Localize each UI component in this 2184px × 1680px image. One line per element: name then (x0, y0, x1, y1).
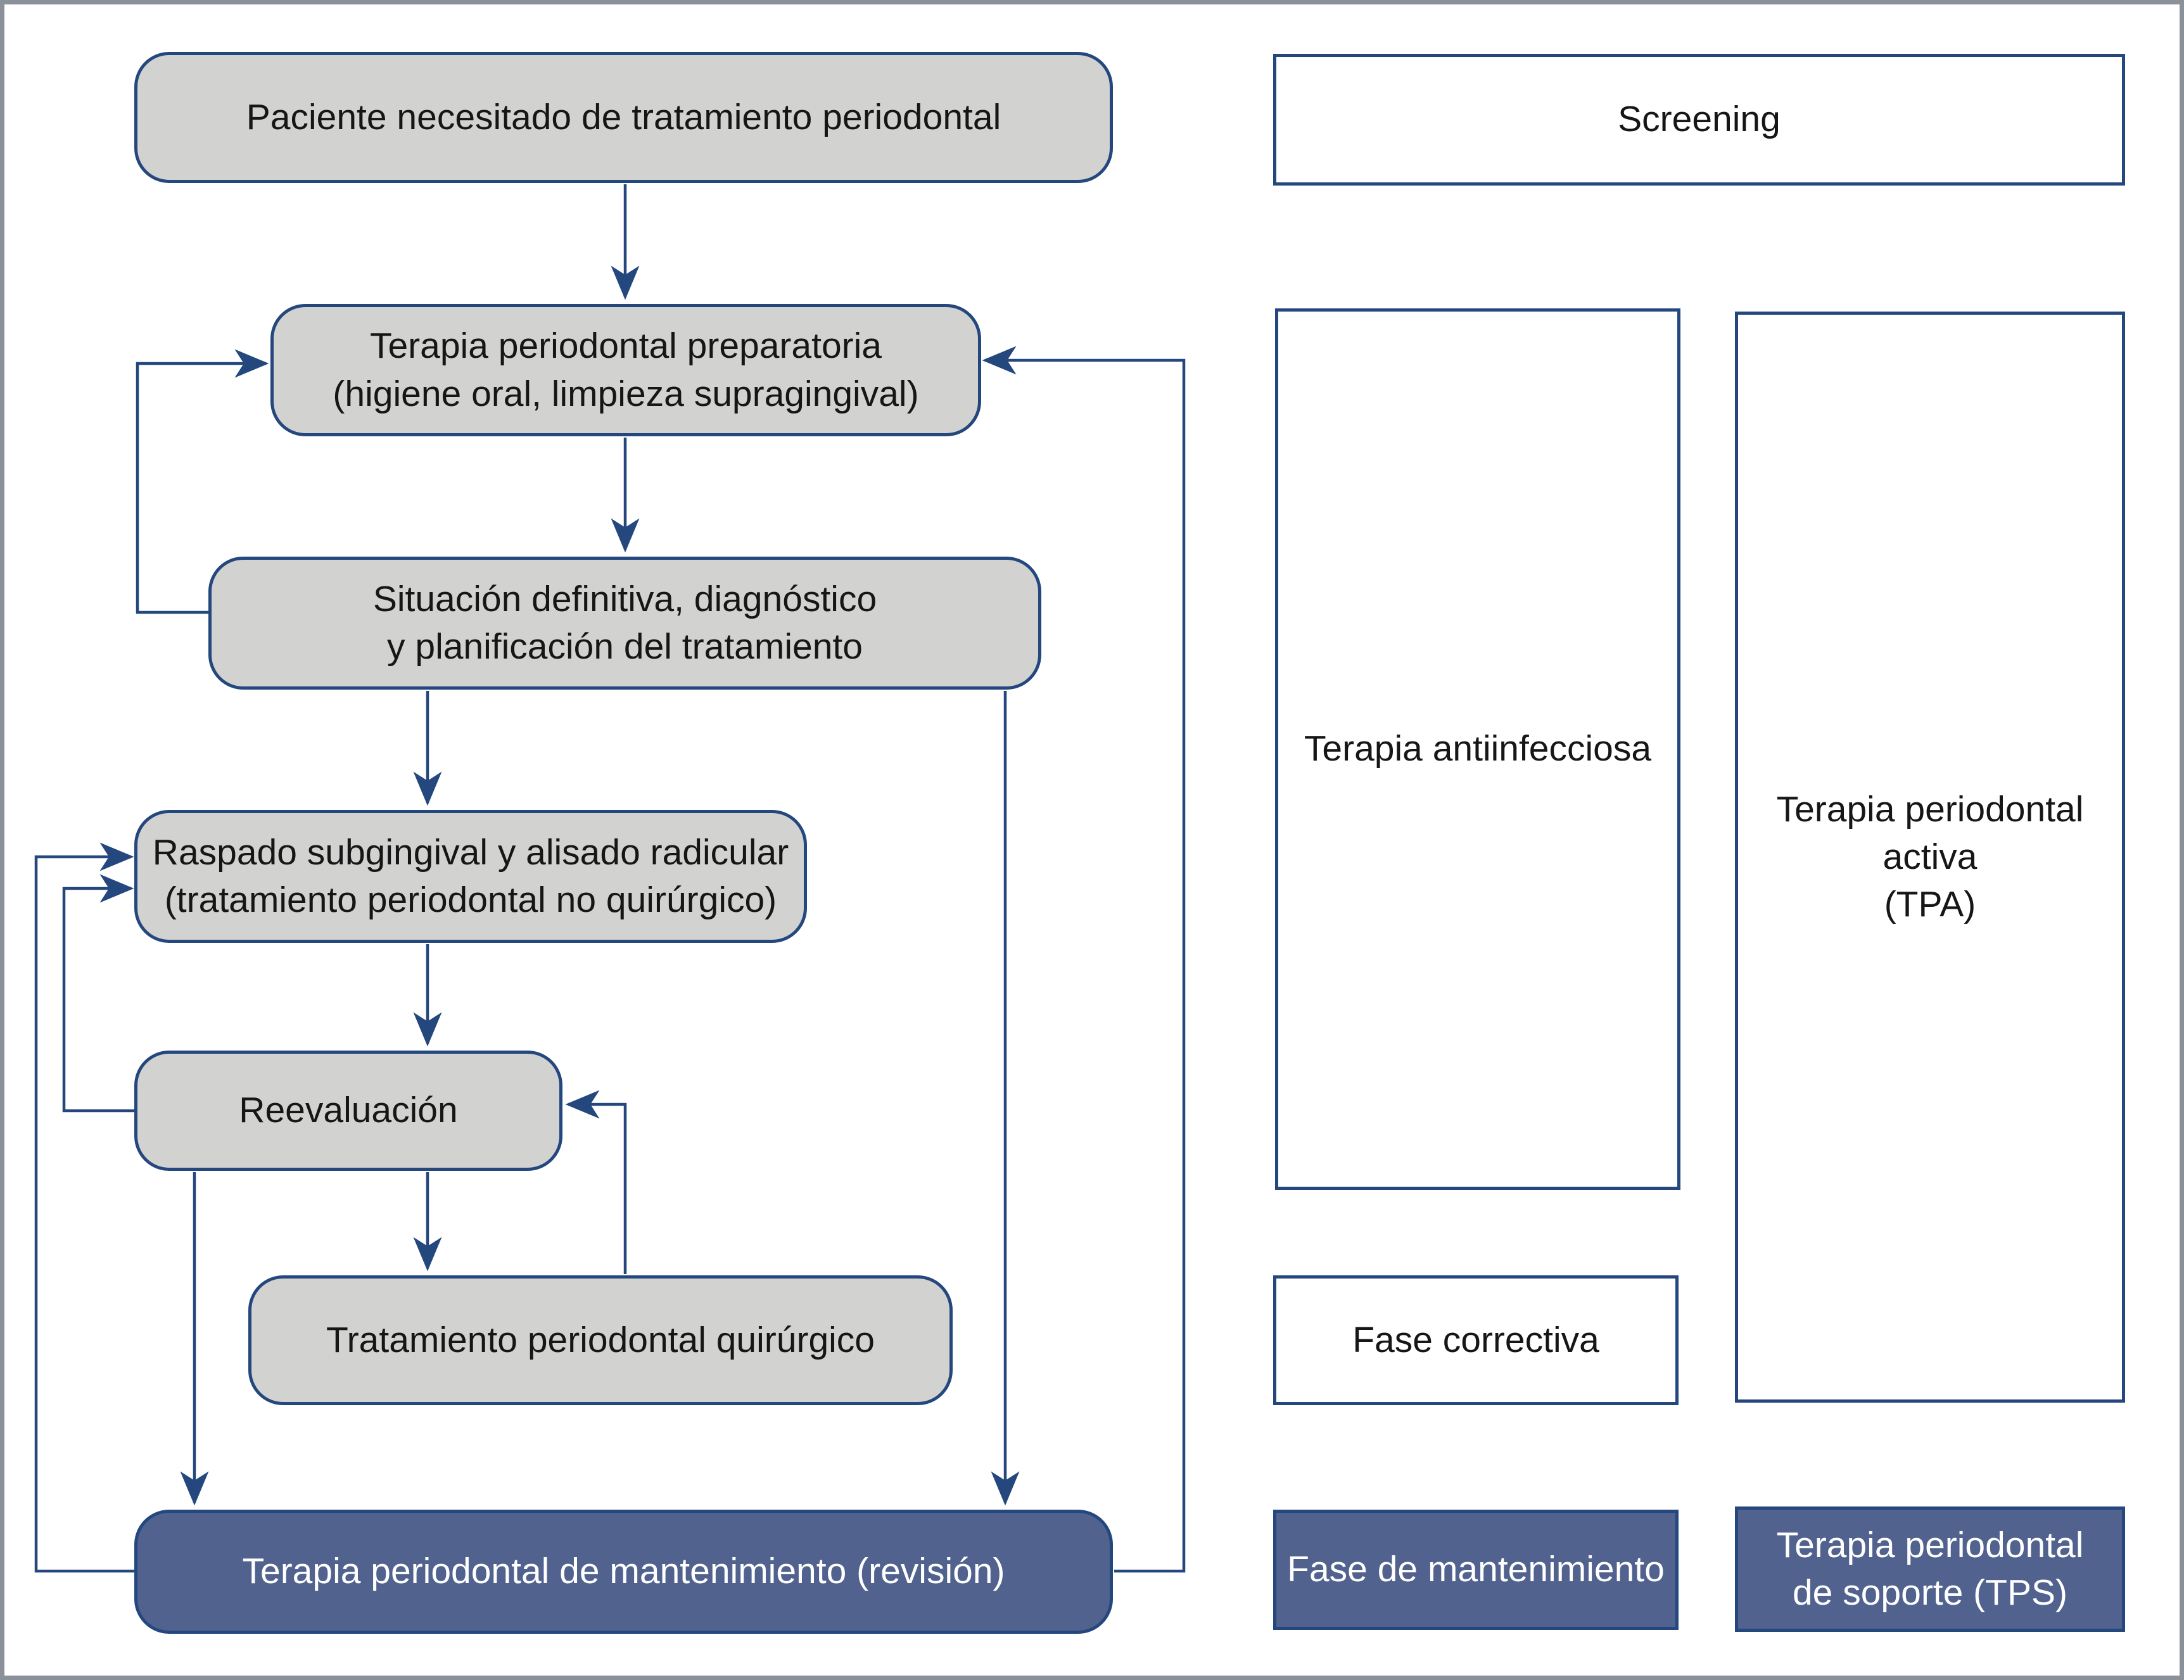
phase-fase-mantenimiento: Fase de mantenimiento (1273, 1510, 1679, 1630)
node-terapia-preparatoria-line1: Terapia periodontal preparatoria (369, 325, 882, 367)
node-reevaluacion-label: Reevaluación (239, 1090, 458, 1131)
node-paciente-label: Paciente necesitado de tratamiento perio… (246, 96, 1001, 137)
node-terapia-preparatoria-line2: (higiene oral, limpieza supragingival) (333, 373, 919, 414)
arrow-reevaluacion-to-raspado-loop (62, 874, 134, 1113)
node-terapia-mantenimiento-label: Terapia periodontal de mantenimiento (re… (242, 1551, 1005, 1592)
phase-fase-correctiva: Fase correctiva (1273, 1275, 1679, 1405)
node-tratamiento-quirurgico: Tratamiento periodontal quirúrgico (248, 1275, 953, 1405)
node-reevaluacion: Reevaluación (134, 1051, 562, 1171)
node-situacion-definitiva-line2: y planificación del tratamiento (387, 626, 863, 667)
node-raspado-subgingival-line1: Raspado subgingival y alisado radicular (152, 831, 789, 873)
node-raspado-subgingival: Raspado subgingival y alisado radicular … (134, 810, 807, 943)
node-terapia-mantenimiento: Terapia periodontal de mantenimiento (re… (134, 1510, 1113, 1634)
phase-screening: Screening (1273, 54, 2125, 186)
node-tratamiento-quirurgico-label: Tratamiento periodontal quirúrgico (326, 1319, 875, 1360)
phase-terapia-soporte: Terapia periodontal de soporte (TPS) (1735, 1506, 2125, 1632)
node-terapia-preparatoria: Terapia periodontal preparatoria (higien… (270, 304, 981, 436)
arrow-quirurgico-to-reevaluacion (565, 1090, 627, 1274)
phase-terapia-antiinfecciosa: Terapia antiinfecciosa (1275, 308, 1680, 1190)
phase-terapia-soporte-line2: de soporte (TPS) (1792, 1572, 2067, 1613)
phase-fase-mantenimiento-label: Fase de mantenimiento (1287, 1549, 1665, 1590)
phase-terapia-periodontal-activa-line2: (TPA) (1884, 884, 1976, 925)
phase-fase-correctiva-label: Fase correctiva (1352, 1319, 1599, 1360)
phase-terapia-antiinfecciosa-label: Terapia antiinfecciosa (1304, 728, 1652, 769)
phase-terapia-soporte-line1: Terapia periodontal (1776, 1524, 2084, 1565)
phase-terapia-periodontal-activa-line1: Terapia periodontal activa (1776, 788, 2084, 877)
node-situacion-definitiva-line1: Situación definitiva, diagnóstico (372, 578, 877, 619)
phase-terapia-periodontal-activa: Terapia periodontal activa (TPA) (1735, 312, 2125, 1403)
node-paciente: Paciente necesitado de tratamiento perio… (134, 52, 1113, 183)
phase-screening-label: Screening (1618, 99, 1781, 140)
arrow-mantenimiento-to-raspado-loop (34, 842, 134, 1573)
node-situacion-definitiva: Situación definitiva, diagnóstico y plan… (208, 557, 1041, 690)
node-raspado-subgingival-line2: (tratamiento periodontal no quirúrgico) (164, 880, 777, 920)
arrow-mantenimiento-to-preparatoria-loop (982, 346, 1186, 1573)
